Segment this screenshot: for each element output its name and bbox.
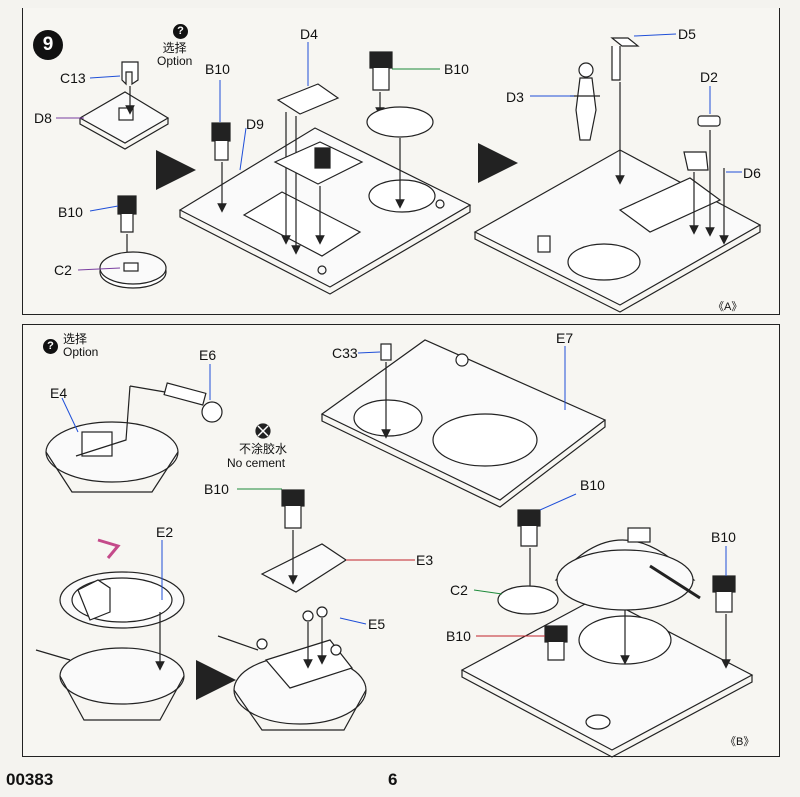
option-label: 选择 Option xyxy=(157,42,192,68)
part-d6 xyxy=(683,151,729,245)
product-code: 00383 xyxy=(6,770,54,789)
label-b10-c: B10 xyxy=(58,204,83,220)
question-icon: ? xyxy=(173,24,188,39)
page-number: 6 xyxy=(388,770,398,789)
part-d9-plate xyxy=(178,127,472,295)
part-d4 xyxy=(276,83,340,255)
part-b10-mid xyxy=(211,122,231,213)
part-d8 xyxy=(78,91,170,150)
no-cement-en: No cement xyxy=(227,456,286,470)
label-e7: E7 xyxy=(556,330,574,346)
label-b10-a: B10 xyxy=(205,61,230,77)
part-d2 xyxy=(697,115,721,237)
label-d5: D5 xyxy=(678,26,696,42)
part-e4 xyxy=(45,421,179,493)
option-cn: 选择 xyxy=(63,332,88,346)
label-e5: E5 xyxy=(368,616,386,632)
part-d5 xyxy=(610,37,640,185)
option-cn: 选择 xyxy=(162,41,187,55)
part-b10-top-right xyxy=(366,51,434,209)
part-b10-left xyxy=(117,195,137,267)
label-c13: C13 xyxy=(60,70,86,86)
no-cement-cn: 不涂胶水 xyxy=(239,442,288,456)
label-e2: E2 xyxy=(156,524,174,540)
part-c33 xyxy=(380,343,392,439)
part-e2 xyxy=(35,538,185,721)
label-c2-bottom: C2 xyxy=(450,582,468,598)
label-c33: C33 xyxy=(332,345,358,361)
sub-label-a: 《A》 xyxy=(713,301,743,313)
label-b10-f: B10 xyxy=(711,529,736,545)
sub-label-b: 《B》 xyxy=(725,736,755,748)
part-e5-assembly xyxy=(217,606,367,731)
label-b10-b: B10 xyxy=(444,61,469,77)
part-e7 xyxy=(320,339,607,508)
label-d4: D4 xyxy=(300,26,318,42)
label-d2: D2 xyxy=(700,69,718,85)
label-c2: C2 xyxy=(54,262,72,278)
part-plate-right xyxy=(473,149,762,313)
label-e4: E4 xyxy=(50,385,68,401)
label-d8: D8 xyxy=(34,110,52,126)
no-cement-icon xyxy=(255,423,271,439)
option-label: 选择 Option xyxy=(63,333,98,359)
part-e6 xyxy=(75,382,223,457)
part-c2-left xyxy=(99,251,167,289)
option-en: Option xyxy=(63,345,99,359)
option-en: Option xyxy=(157,54,193,68)
label-b10-e: B10 xyxy=(580,477,605,493)
label-d9: D9 xyxy=(246,116,264,132)
label-e6: E6 xyxy=(199,347,217,363)
part-c13 xyxy=(121,61,139,115)
question-icon: ? xyxy=(43,339,58,354)
part-b10-bottom-right xyxy=(497,509,736,669)
label-d3: D3 xyxy=(506,89,524,105)
part-plate-bottom-right xyxy=(460,527,754,758)
part-e3 xyxy=(260,489,348,593)
part-d3 xyxy=(570,62,600,141)
label-e3: E3 xyxy=(416,552,434,568)
part-d8-on-plate xyxy=(273,141,364,245)
label-b10-d: B10 xyxy=(204,481,229,497)
label-d6: D6 xyxy=(743,165,761,181)
step-number-badge: 9 xyxy=(33,30,63,60)
label-b10-g: B10 xyxy=(446,628,471,644)
